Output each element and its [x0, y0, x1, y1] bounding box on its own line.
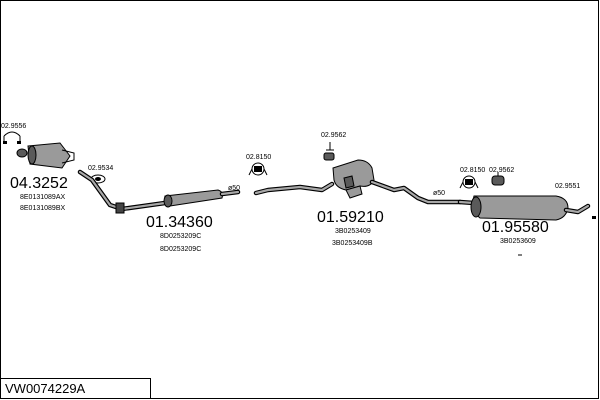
- front-pipe: [77, 169, 168, 214]
- intermediate-pipe: [369, 179, 463, 205]
- front-silencer-oe-number-2: 8D0253209C: [160, 246, 201, 253]
- middle-pipe: [253, 181, 335, 196]
- catalyst-part-number: 04.3252: [10, 175, 68, 192]
- middle-silencer-icon: [332, 159, 375, 199]
- rear-silencer-icon: [457, 195, 596, 221]
- clamp-catalyst-icon: [3, 131, 21, 144]
- front-silencer-oe-number-1: 8D0253209C: [160, 233, 201, 240]
- hanger-rear-number: 02.9562: [489, 167, 514, 174]
- hanger-rear-icon: [491, 172, 505, 186]
- diagram-code: VW0074229A: [5, 381, 86, 396]
- pipe-diameter-rear: ø50: [433, 190, 445, 197]
- clamp-front-number: 02.8150: [246, 154, 271, 161]
- front-silencer-part-number: 01.34360: [146, 214, 213, 231]
- gasket-downpipe-number: 02.9534: [88, 165, 113, 172]
- clamp-rear-icon: [459, 175, 479, 189]
- hanger-middle-icon: [323, 142, 335, 161]
- hanger-middle-number: 02.9562: [321, 132, 346, 139]
- catalyst-icon: [16, 142, 75, 169]
- middle-silencer-part-number: 01.59210: [317, 209, 384, 226]
- middle-silencer-oe-number-2: 3B0253409B: [332, 240, 373, 247]
- tailpipe-trim-number: 02.9551: [555, 183, 580, 190]
- diagram-code-box: VW0074229A: [0, 378, 151, 399]
- catalyst-oe-number-2: 8E0131089BX: [20, 205, 65, 212]
- middle-silencer-oe-number-1: 3B0253409: [335, 228, 371, 235]
- front-silencer-icon: [163, 189, 241, 208]
- pipe-diameter-front: ø50: [228, 185, 240, 192]
- rear-silencer-oe-number-1: 3B0253609: [500, 238, 536, 245]
- clamp-catalyst-number: 02.9556: [1, 123, 26, 130]
- clamp-rear-number: 02.8150: [460, 167, 485, 174]
- catalyst-oe-number-1: 8E0131089AX: [20, 194, 65, 201]
- clamp-front-icon: [248, 162, 268, 176]
- rear-silencer-part-number: 01.95580: [482, 219, 549, 236]
